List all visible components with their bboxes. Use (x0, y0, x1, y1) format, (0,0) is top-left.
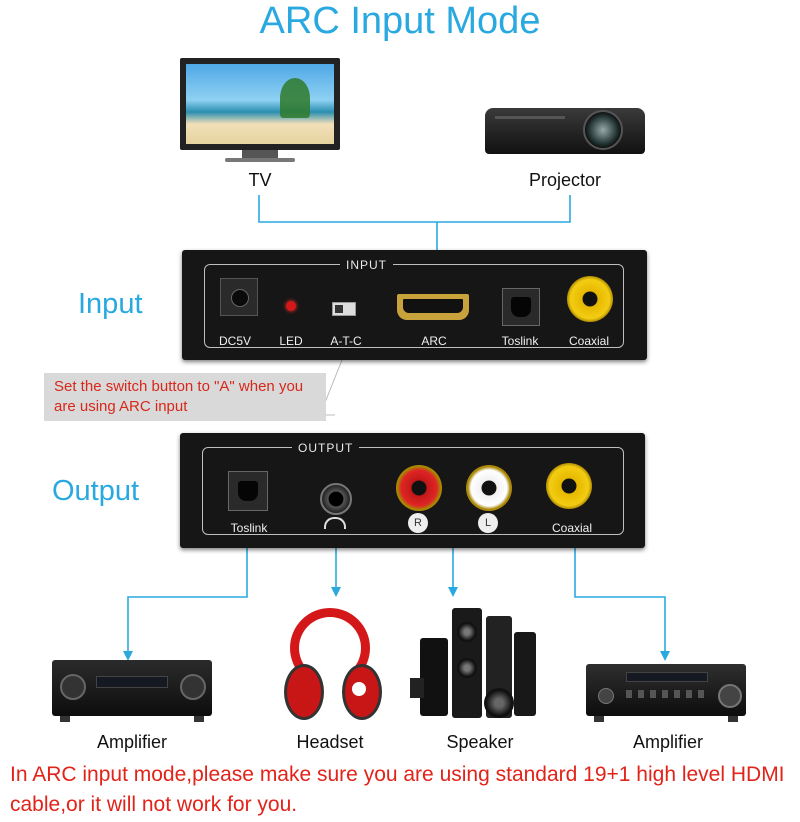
port-label-dc5v: DC5V (218, 334, 251, 348)
warning-text: In ARC input mode,please make sure you a… (10, 763, 785, 816)
hdmi-port-icon (397, 294, 469, 320)
rca-left-label: L (478, 513, 498, 533)
headphone-jack-icon (320, 483, 352, 515)
projector-image (485, 102, 645, 160)
headset-image (280, 608, 382, 720)
switch-note: Set the switch button to "A" when you ar… (44, 373, 326, 421)
toslink-out-port-icon (228, 471, 268, 511)
device-label-speaker: Speaker (446, 732, 514, 752)
port-label-arc: ARC (421, 334, 447, 348)
led-icon (286, 301, 296, 311)
port-label-led: LED (279, 334, 303, 348)
port-label-coaxial: Coaxial (568, 334, 610, 348)
output-panel-header: OUTPUT (292, 441, 360, 455)
device-label-amplifier-1: Amplifier (96, 732, 167, 752)
out-port-label-toslink: Toslink (230, 521, 268, 535)
toslink-port-icon (502, 288, 540, 326)
headphone-symbol-icon (324, 517, 346, 529)
device-label-headset: Headset (296, 732, 364, 752)
projector-label: Projector (528, 170, 602, 190)
output-panel: OUTPUT R L Toslink Coaxial (180, 433, 645, 548)
amplifier-image (52, 660, 212, 722)
coaxial-out-port-icon (546, 463, 592, 509)
source-line (258, 195, 571, 223)
rca-left-port-icon (466, 465, 512, 511)
coaxial-line (574, 542, 670, 661)
rca-right-port-icon (396, 465, 442, 511)
rca-right-label: R (408, 513, 428, 533)
tv-label: TV (248, 170, 272, 190)
port-label-toslink: Toslink (501, 334, 539, 348)
input-panel: INPUT DC5V LED A-T-C ARC Toslink Coaxial (182, 250, 647, 360)
coaxial-port-icon (567, 276, 613, 322)
output-panel-frame (202, 447, 624, 535)
input-panel-header: INPUT (340, 258, 393, 272)
tv-image (170, 58, 350, 168)
input-panel-frame (204, 264, 624, 348)
switch-icon[interactable] (332, 302, 356, 316)
toslink-line (123, 542, 248, 661)
device-label-amplifier-2: Amplifier (632, 732, 703, 752)
dc-jack-icon (220, 278, 258, 316)
output-side-label: Output (52, 475, 140, 507)
input-side-label: Input (78, 288, 143, 320)
amplifier-2-image (586, 664, 746, 722)
out-port-label-coaxial: Coaxial (551, 521, 593, 535)
page-title: ARC Input Mode (259, 0, 541, 42)
port-label-atc: A-T-C (330, 334, 362, 348)
speaker-image (410, 608, 540, 720)
